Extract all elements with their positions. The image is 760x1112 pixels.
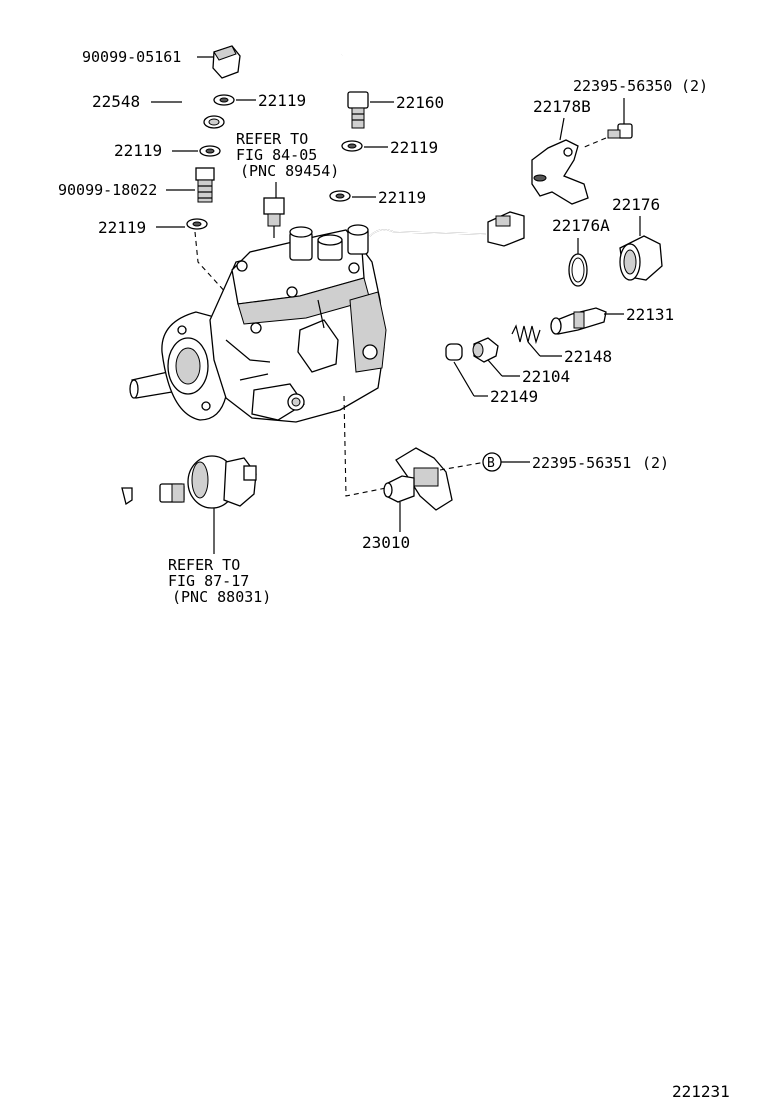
gasket-22176a-drawing: [568, 253, 588, 287]
gasket-left-1-drawing: [199, 145, 221, 157]
refer-bottom-line2: FIG 87-17: [168, 572, 249, 590]
callout-screw-b-top: 22395-56350: [573, 77, 672, 95]
callout-gasket-pipe: 22119: [258, 91, 306, 110]
cap-22149-drawing: [445, 343, 463, 361]
callout-pipe: 22548: [92, 92, 140, 111]
callout-gasket-right-2: 22119: [378, 188, 426, 207]
union-bolt-drawing: [195, 167, 215, 203]
callout-union-bolt: 90099-18022: [58, 181, 157, 199]
figure-number: 221231: [672, 1082, 730, 1101]
refer-top-line1: REFER TO: [236, 130, 308, 148]
spring-22148-drawing: [511, 324, 541, 345]
callout-gasket-left-1: 22119: [114, 141, 162, 160]
b-marker-letter: B: [487, 456, 495, 471]
gasket-pipe-drawing: [213, 94, 235, 106]
callout-piston: 22104: [522, 367, 570, 386]
callout-screw-b-bottom: 22395-56351: [532, 454, 631, 472]
valve-22131-drawing: [550, 307, 607, 335]
gasket-left-2-drawing: [186, 218, 208, 230]
callout-nut: 90099-05161: [82, 48, 181, 66]
callout-sensor: 23010: [362, 533, 410, 552]
callout-valve: 22131: [626, 305, 674, 324]
bolt-22160-drawing: [347, 91, 369, 129]
refer-top-line3: (PNC 89454): [240, 162, 339, 180]
refer-bottom-line3: (PNC 88031): [172, 588, 271, 606]
nut-90099-05161-drawing: [212, 45, 241, 79]
callout-screw-b-top-qty: (2): [681, 77, 708, 95]
bracket-drawing: [531, 139, 589, 205]
gasket-right-2-drawing: [329, 190, 351, 202]
b-marker: B: [482, 452, 502, 472]
callout-plug: 22176: [612, 195, 660, 214]
callout-screw-b-bottom-qty: (2): [642, 454, 669, 472]
refer-note-top: REFER TO FIG 84-05 (PNC 89454): [236, 130, 339, 180]
injection-pipe-drawing: [189, 53, 343, 129]
callout-cap: 22149: [490, 387, 538, 406]
refer-top-line2: FIG 84-05: [236, 146, 317, 164]
sensor-23010-drawing: [383, 447, 453, 511]
callout-spring: 22148: [564, 347, 612, 366]
actuator-drawing: [121, 455, 257, 509]
screw-b-top-drawing: [607, 123, 633, 139]
callout-bolt-22160: 22160: [396, 93, 444, 112]
callout-gasket-plug: 22176A: [552, 216, 610, 235]
callout-gasket-left-2: 22119: [98, 218, 146, 237]
refer-bottom-line1: REFER TO: [168, 556, 240, 574]
refer-note-bottom: REFER TO FIG 87-17 (PNC 88031): [168, 556, 271, 606]
callout-bracket: 22178B: [533, 97, 591, 116]
piston-22104-drawing: [472, 337, 499, 363]
injection-pump-drawing: [129, 211, 525, 423]
plug-22176-drawing: [619, 235, 663, 281]
pressure-switch-drawing: [263, 197, 285, 238]
callout-gasket-right-1: 22119: [390, 138, 438, 157]
gasket-right-1-drawing: [341, 140, 363, 152]
